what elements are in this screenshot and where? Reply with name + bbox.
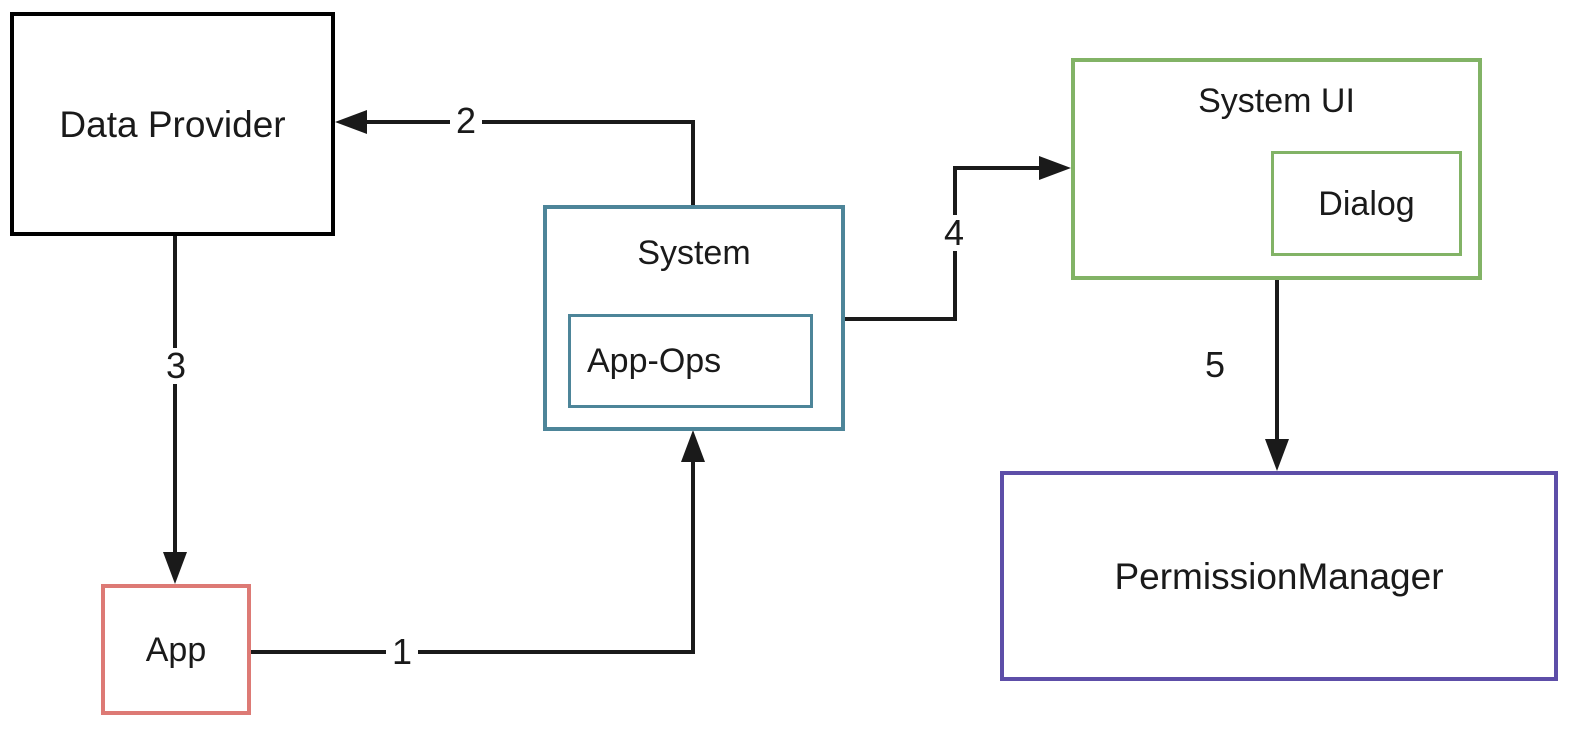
edge-2-path	[351, 120, 695, 205]
node-app-label: App	[145, 630, 207, 669]
node-permission-manager[interactable]: PermissionManager	[1000, 471, 1558, 681]
edge-1-path	[251, 446, 695, 654]
edge-5	[1265, 280, 1289, 471]
edge-2	[335, 110, 695, 205]
node-data-provider[interactable]: Data Provider	[10, 12, 335, 236]
node-app-ops[interactable]: App-Ops	[568, 314, 813, 408]
edge-1	[251, 430, 705, 654]
edge-label-2: 2	[450, 103, 483, 139]
edge-3-arrowhead-down	[163, 552, 187, 584]
edge-2-arrowhead-left	[335, 110, 367, 134]
node-system-ui-label: System UI	[1198, 82, 1355, 120]
edge-1-arrowhead-up	[681, 430, 705, 462]
edge-label-3: 3	[160, 348, 193, 384]
node-dialog[interactable]: Dialog	[1271, 151, 1462, 256]
node-data-provider-label: Data Provider	[59, 103, 286, 145]
node-dialog-label: Dialog	[1318, 184, 1415, 223]
edge-label-1: 1	[386, 634, 419, 670]
node-app-ops-label: App-Ops	[587, 342, 722, 380]
node-app[interactable]: App	[101, 584, 251, 715]
edge-4-arrowhead-right	[1039, 156, 1071, 180]
edge-3	[163, 236, 187, 584]
edge-label-4: 4	[938, 215, 971, 251]
edge-label-5: 5	[1199, 347, 1232, 383]
node-system-label: System	[637, 234, 751, 272]
node-permission-manager-label: PermissionManager	[1114, 555, 1444, 597]
edge-5-arrowhead-down	[1265, 439, 1289, 471]
